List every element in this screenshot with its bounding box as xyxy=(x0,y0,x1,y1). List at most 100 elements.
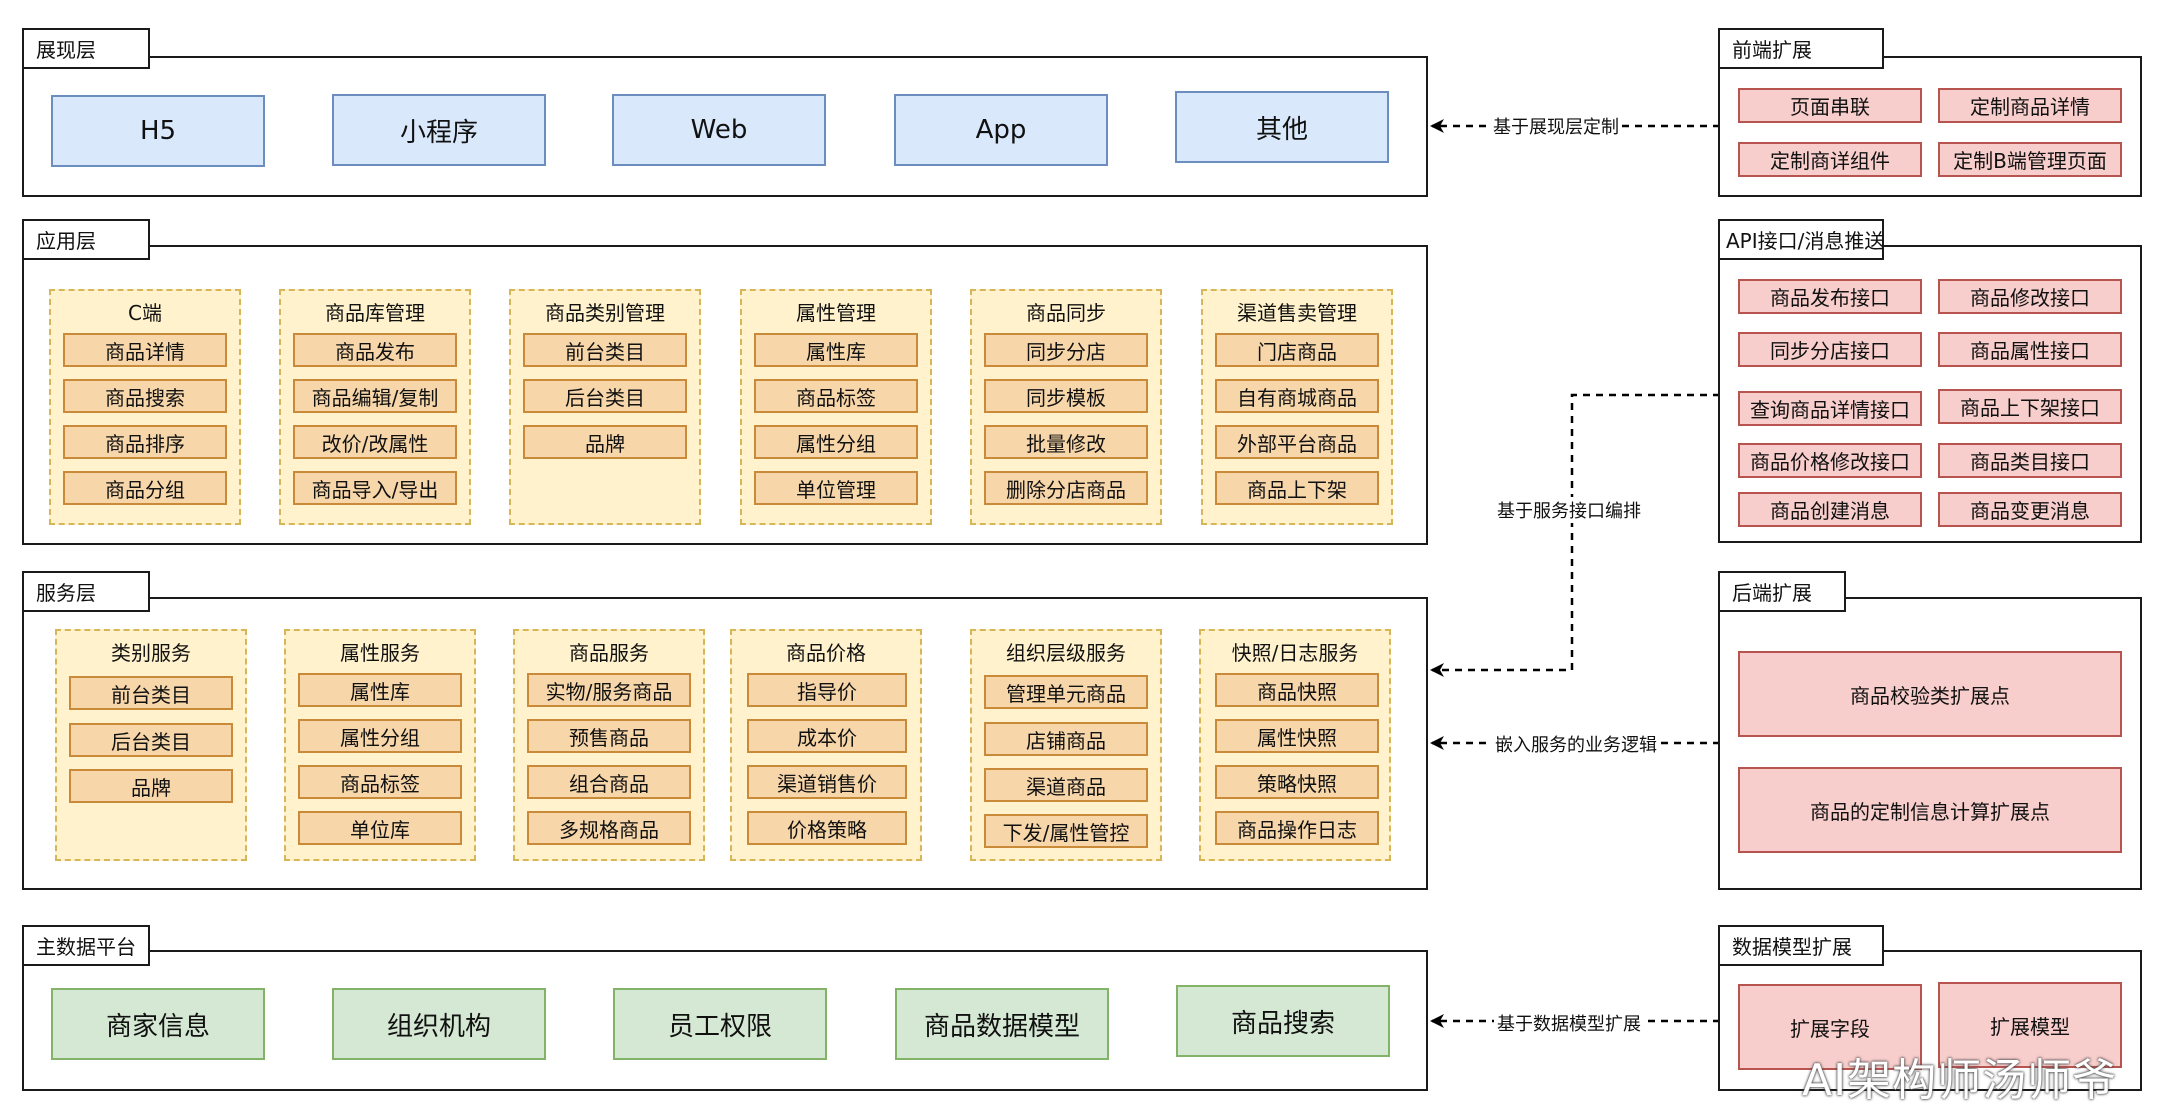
app-item: 自有商城商品 xyxy=(1215,379,1379,413)
api-item-attribute: 商品属性接口 xyxy=(1938,332,2122,367)
svc-item: 成本价 xyxy=(747,719,907,753)
app-item: 商品标签 xyxy=(754,379,918,413)
svc-group-title: 组织层级服务 xyxy=(1006,641,1126,665)
svc-item: 组合商品 xyxy=(527,765,691,799)
presentation-item-other: 其他 xyxy=(1175,91,1389,163)
app-item: 同步分店 xyxy=(984,333,1148,367)
svc-item: 商品标签 xyxy=(298,765,462,799)
svc-item: 指导价 xyxy=(747,673,907,707)
svc-group-product: 商品服务 实物/服务商品 预售商品 组合商品 多规格商品 xyxy=(513,629,705,861)
master-item-employee-permission: 员工权限 xyxy=(613,988,827,1060)
app-group-title: 商品库管理 xyxy=(325,301,425,325)
connector-label-presentation: 基于展现层定制 xyxy=(1490,113,1622,139)
app-item: 商品导入/导出 xyxy=(293,471,457,505)
api-item-query-detail: 查询商品详情接口 xyxy=(1738,391,1922,426)
presentation-item-miniprogram: 小程序 xyxy=(332,94,546,166)
svc-group-title: 商品价格 xyxy=(786,641,866,665)
app-group-title: 渠道售卖管理 xyxy=(1237,301,1357,325)
app-item: 商品搜索 xyxy=(63,379,227,413)
connector-label-backend: 嵌入服务的业务逻辑 xyxy=(1492,731,1660,757)
service-layer-title: 服务层 xyxy=(22,571,150,612)
backend-ext-item-validation: 商品校验类扩展点 xyxy=(1738,651,2122,737)
master-item-merchant-info: 商家信息 xyxy=(51,988,265,1060)
master-item-product-search: 商品搜索 xyxy=(1176,985,1390,1057)
svc-group-title: 商品服务 xyxy=(569,641,649,665)
app-item: 商品编辑/复制 xyxy=(293,379,457,413)
frontend-ext-item-custom-b-page: 定制B端管理页面 xyxy=(1938,142,2122,177)
master-item-product-data-model: 商品数据模型 xyxy=(895,988,1109,1060)
application-layer-panel xyxy=(22,245,1428,545)
app-item: 属性库 xyxy=(754,333,918,367)
service-layer-panel xyxy=(22,597,1428,890)
app-item: 商品发布 xyxy=(293,333,457,367)
api-title: API接口/消息推送 xyxy=(1718,219,1884,260)
app-item: 商品排序 xyxy=(63,425,227,459)
svc-item: 商品操作日志 xyxy=(1215,811,1379,845)
app-item: 批量修改 xyxy=(984,425,1148,459)
svc-item: 多规格商品 xyxy=(527,811,691,845)
app-group-title: 商品类别管理 xyxy=(545,301,665,325)
api-item-price-modify: 商品价格修改接口 xyxy=(1738,443,1922,478)
svc-item: 属性分组 xyxy=(298,719,462,753)
app-item: 外部平台商品 xyxy=(1215,425,1379,459)
api-item-sync-branch: 同步分店接口 xyxy=(1738,332,1922,367)
svc-group-org-level: 组织层级服务 管理单元商品 店铺商品 渠道商品 下发/属性管控 xyxy=(970,629,1162,861)
svc-item: 策略快照 xyxy=(1215,765,1379,799)
svc-item: 属性库 xyxy=(298,673,462,707)
presentation-item-web: Web xyxy=(612,94,826,166)
svc-group-price: 商品价格 指导价 成本价 渠道销售价 价格策略 xyxy=(730,629,922,861)
app-item: 同步模板 xyxy=(984,379,1148,413)
svc-group-attribute: 属性服务 属性库 属性分组 商品标签 单位库 xyxy=(284,629,476,861)
svc-item: 前台类目 xyxy=(69,676,233,710)
app-item: 后台类目 xyxy=(523,379,687,413)
app-item: 商品分组 xyxy=(63,471,227,505)
application-layer-title: 应用层 xyxy=(22,219,150,260)
svc-item: 价格策略 xyxy=(747,811,907,845)
backend-ext-title: 后端扩展 xyxy=(1718,571,1846,612)
api-item-publish: 商品发布接口 xyxy=(1738,279,1922,314)
app-item: 品牌 xyxy=(523,425,687,459)
svc-item: 品牌 xyxy=(69,769,233,803)
svc-item: 商品快照 xyxy=(1215,673,1379,707)
api-item-category: 商品类目接口 xyxy=(1938,443,2122,478)
svc-item: 店铺商品 xyxy=(984,722,1148,756)
data-model-ext-title: 数据模型扩展 xyxy=(1718,925,1884,966)
master-data-title: 主数据平台 xyxy=(22,925,150,966)
svc-group-snapshot-log: 快照/日志服务 商品快照 属性快照 策略快照 商品操作日志 xyxy=(1199,629,1391,861)
data-model-ext-item-field: 扩展字段 xyxy=(1738,984,1922,1070)
app-item: 门店商品 xyxy=(1215,333,1379,367)
app-group-category: 商品类别管理 前台类目 后台类目 品牌 xyxy=(509,289,701,525)
frontend-ext-item-custom-component: 定制商详组件 xyxy=(1738,142,1922,177)
svc-group-title: 类别服务 xyxy=(111,641,191,665)
app-group-title: 商品同步 xyxy=(1026,301,1106,325)
svc-item: 单位库 xyxy=(298,811,462,845)
frontend-ext-item-custom-detail: 定制商品详情 xyxy=(1938,88,2122,123)
backend-ext-item-custom-calc: 商品的定制信息计算扩展点 xyxy=(1738,767,2122,853)
presentation-item-app: App xyxy=(894,94,1108,166)
frontend-ext-title: 前端扩展 xyxy=(1718,28,1884,69)
svc-item: 实物/服务商品 xyxy=(527,673,691,707)
app-item: 前台类目 xyxy=(523,333,687,367)
svc-group-title: 快照/日志服务 xyxy=(1231,641,1359,665)
app-item: 属性分组 xyxy=(754,425,918,459)
app-group-sync: 商品同步 同步分店 同步模板 批量修改 删除分店商品 xyxy=(970,289,1162,525)
app-group-product-library: 商品库管理 商品发布 商品编辑/复制 改价/改属性 商品导入/导出 xyxy=(279,289,471,525)
master-item-organization: 组织机构 xyxy=(332,988,546,1060)
app-item: 改价/改属性 xyxy=(293,425,457,459)
app-group-channel: 渠道售卖管理 门店商品 自有商城商品 外部平台商品 商品上下架 xyxy=(1201,289,1393,525)
app-group-title: C端 xyxy=(128,301,162,325)
svc-item: 管理单元商品 xyxy=(984,675,1148,709)
svc-group-title: 属性服务 xyxy=(340,641,420,665)
svc-item: 下发/属性管控 xyxy=(984,814,1148,848)
svc-item: 预售商品 xyxy=(527,719,691,753)
app-item: 删除分店商品 xyxy=(984,471,1148,505)
connector-label-data-model: 基于数据模型扩展 xyxy=(1494,1010,1644,1036)
app-item: 单位管理 xyxy=(754,471,918,505)
watermark-text: AI架构师汤师爷 xyxy=(1802,1055,2118,1106)
svc-group-category: 类别服务 前台类目 后台类目 品牌 xyxy=(55,629,247,861)
presentation-item-h5: H5 xyxy=(51,95,265,167)
data-model-ext-item-model: 扩展模型 xyxy=(1938,982,2122,1068)
app-group-c-end: C端 商品详情 商品搜索 商品排序 商品分组 xyxy=(49,289,241,525)
svc-item: 后台类目 xyxy=(69,723,233,757)
app-item: 商品上下架 xyxy=(1215,471,1379,505)
